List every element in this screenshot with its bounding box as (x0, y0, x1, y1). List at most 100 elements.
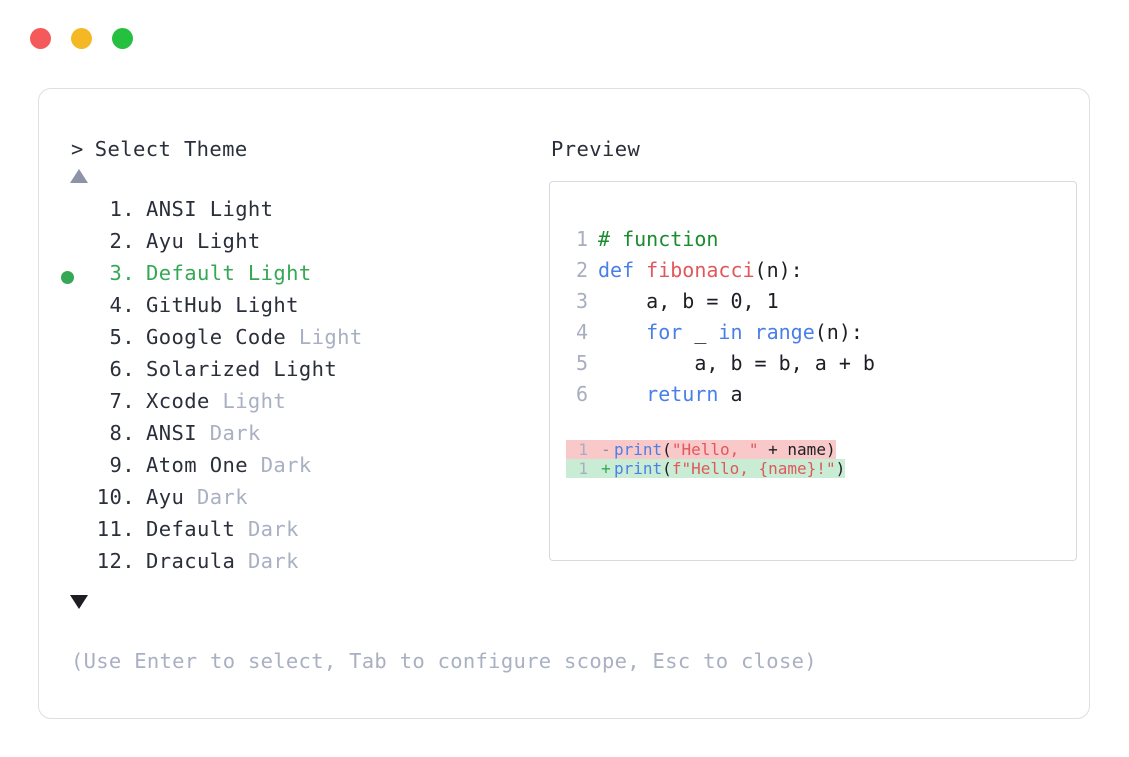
diff-line-add: 1+print(f"Hello, {name}!") (550, 459, 1076, 478)
theme-item-label: Default Light (135, 261, 312, 285)
code-token: ( (662, 440, 672, 459)
code-line-number: 5 (575, 351, 588, 375)
theme-item-number: 9. (109, 453, 135, 477)
theme-list-item[interactable]: 7.Xcode Light (61, 389, 547, 421)
theme-item-number: 12. (96, 549, 135, 573)
selection-bullet-icon (61, 270, 74, 284)
code-line-text: # function (598, 224, 718, 255)
code-token: # function (598, 227, 719, 251)
theme-list-item[interactable]: 11.Default Dark (61, 517, 547, 549)
theme-item-name: Solarized Light (146, 357, 338, 381)
theme-item-name: Ayu Light (146, 229, 261, 253)
theme-item-name: GitHub Light (146, 293, 299, 317)
theme-item-number: 6. (109, 357, 135, 381)
preview-label: Preview (551, 137, 641, 161)
window-titlebar (30, 28, 133, 49)
theme-item-label: ANSI Dark (135, 421, 261, 445)
theme-item-name: Atom One (146, 453, 261, 477)
theme-item-number: 2. (109, 229, 135, 253)
code-token: return (646, 382, 719, 406)
code-line: 4 for _ in range(n): (550, 317, 1076, 348)
close-window-button[interactable] (30, 28, 51, 49)
code-token: a (718, 382, 743, 406)
code-line-text: a, b = b, a + b (598, 348, 875, 379)
diff-line-del: 1-print("Hello, " + name) (550, 440, 1076, 459)
theme-item-name: ANSI Light (146, 197, 274, 221)
theme-item-label: Google Code Light (135, 325, 363, 349)
code-token: def (598, 258, 647, 282)
theme-item-number: 7. (109, 389, 135, 413)
diff-line-number: 1 (578, 440, 588, 459)
code-token: in range (718, 320, 815, 344)
theme-item-label: Xcode Light (135, 389, 286, 413)
theme-picker-pane: > Select Theme 1. ANSI Light 2. Ayu Light 3.… (61, 137, 817, 673)
code-token (598, 320, 646, 344)
code-token: a, b = 0, 1 (598, 289, 779, 313)
code-line-text: return a (598, 379, 743, 410)
theme-item-label: Ayu Dark (135, 485, 248, 509)
theme-list-item[interactable]: 9. Atom One Dark (61, 453, 547, 485)
theme-list-item[interactable]: 12. Dracula Dark (61, 549, 547, 581)
theme-list-item[interactable]: 4. GitHub Light (61, 293, 547, 325)
keyboard-hint-text: (Use Enter to select, Tab to configure s… (71, 649, 817, 673)
code-token: print (614, 440, 663, 459)
prompt-header: > Select Theme (61, 137, 547, 161)
triangle-up-icon (70, 169, 88, 183)
theme-item-name: Default (146, 517, 248, 541)
diff-lines: 1-print("Hello, " + name)1+print(f"Hello… (550, 440, 1076, 478)
diff-marker: + (601, 459, 611, 478)
code-line-number: 2 (575, 258, 588, 282)
theme-list-item[interactable]: 2. Ayu Light (61, 229, 547, 261)
code-line: 6 return a (550, 379, 1076, 410)
code-token: (n): (814, 320, 863, 344)
theme-list-item[interactable]: 1. ANSI Light (61, 197, 547, 229)
maximize-window-button[interactable] (112, 28, 133, 49)
theme-item-number: 4. (109, 293, 135, 317)
code-line-text: for _ in range(n): (598, 317, 863, 348)
code-token: + name) (758, 440, 836, 459)
theme-item-variant: Dark (209, 421, 261, 445)
code-token: (n): (754, 258, 803, 282)
theme-item-variant: Dark (260, 453, 312, 477)
theme-item-label: Solarized Light (135, 357, 337, 381)
code-line-number: 3 (575, 289, 588, 313)
minimize-window-button[interactable] (71, 28, 92, 49)
scroll-down-indicator[interactable] (61, 591, 547, 619)
code-line: 1# function (550, 224, 1076, 255)
theme-list-item[interactable]: 6. Solarized Light (61, 357, 547, 389)
theme-item-name: Default Light (146, 261, 312, 285)
theme-list-item[interactable]: 3.Default Light (61, 261, 547, 293)
theme-item-number: 10. (96, 485, 135, 509)
scroll-up-indicator[interactable] (61, 165, 547, 191)
theme-item-label: Default Dark (135, 517, 299, 541)
theme-item-label: ANSI Light (135, 197, 273, 221)
diff-highlight: 1-print("Hello, " + name) (566, 440, 836, 459)
theme-item-name: Dracula (146, 549, 248, 573)
diff-line-number: 1 (578, 459, 588, 478)
code-token (598, 382, 646, 406)
diff-line-text: print("Hello, " + name) (614, 440, 836, 459)
theme-item-number: 1. (109, 197, 135, 221)
theme-item-variant: Dark (247, 549, 299, 573)
theme-item-name: Google Code (146, 325, 299, 349)
theme-item-variant: Light (222, 389, 287, 413)
theme-list-item[interactable]: 10.Ayu Dark (61, 485, 547, 517)
code-line: 3 a, b = 0, 1 (550, 286, 1076, 317)
theme-item-label: GitHub Light (135, 293, 299, 317)
selection-bullet-cell (61, 270, 89, 284)
code-token: fibonacci (646, 258, 755, 282)
theme-list-item[interactable]: 5.Google Code Light (61, 325, 547, 357)
theme-item-variant: Dark (196, 485, 248, 509)
code-token: ) (835, 459, 846, 478)
code-line-text: a, b = 0, 1 (598, 286, 779, 317)
theme-list-item[interactable]: 8.ANSI Dark (61, 421, 547, 453)
theme-item-number: 8. (109, 421, 135, 445)
code-line: 2 def fibonacci(n): (550, 255, 1076, 286)
triangle-down-icon (70, 595, 88, 609)
theme-item-number: 5. (109, 325, 135, 349)
